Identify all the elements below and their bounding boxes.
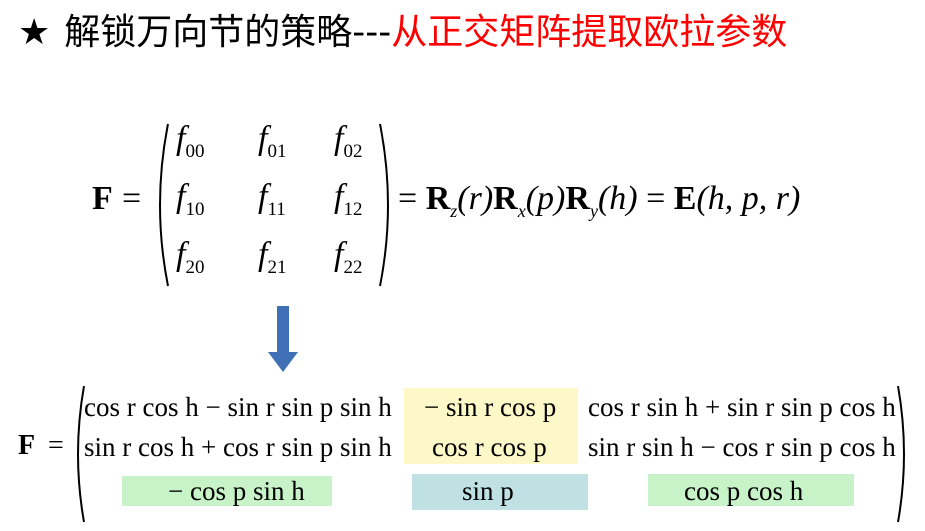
highlight-green-left: [122, 476, 332, 506]
matrix-entry-f20: f20: [176, 236, 205, 278]
cell-r1-c2: sin r sin h − cos r sin p cos h: [588, 432, 896, 462]
matrix-entry-f00: f00: [176, 120, 205, 162]
matrix-entry-f21: f21: [258, 236, 287, 278]
cell-r2-c2: cos p cos h: [684, 476, 804, 506]
matrix-entry-f02: f02: [334, 120, 363, 162]
matrix-entry-f12: f12: [334, 178, 363, 220]
cell-r2-c0: − cos p sin h: [168, 476, 305, 506]
cell-r1-c0: sin r cos h + cos r sin p sin h: [84, 432, 392, 462]
down-arrow-icon: [268, 306, 298, 372]
title-part-black: 解锁万向节的策略---: [64, 12, 392, 53]
highlight-green-right: [648, 474, 854, 506]
matrix-f-symbol: F: [92, 180, 113, 217]
matrix-entry-f11: f11: [258, 178, 286, 220]
left-paren-icon-2: [77, 385, 85, 523]
highlight-blue: [412, 474, 588, 510]
equation-top: F = f00 f01 f02 f10 f11 f12 f20 f21 f22 …: [0, 120, 925, 290]
matrix-entry-f10: f10: [176, 178, 205, 220]
equation-bottom: F = cos r cos h − sin r sin p sin h − si…: [0, 382, 925, 531]
left-paren-icon: [159, 123, 169, 287]
highlight-yellow: [404, 388, 578, 464]
cell-r0-c2: cos r sin h + sin r sin p cos h: [588, 392, 896, 422]
rotation-product: = Rz(r)Rx(p)Ry(h) = E(h, p, r): [398, 180, 801, 221]
title-part-red: 从正交矩阵提取欧拉参数: [391, 12, 788, 53]
star-icon: ★: [18, 12, 51, 53]
matrix-entry-f22: f22: [334, 236, 363, 278]
right-paren-icon-2: [897, 385, 905, 523]
matrix-entry-f01: f01: [258, 120, 287, 162]
right-paren-icon: [379, 123, 389, 287]
equals-sign-2: =: [48, 430, 64, 461]
cell-r2-c1: sin p: [462, 476, 514, 506]
cell-r0-c1: − sin r cos p: [424, 392, 557, 422]
matrix-f-symbol-2: F: [18, 430, 36, 461]
slide-title: ★ 解锁万向节的策略---从正交矩阵提取欧拉参数: [18, 6, 787, 60]
equals-sign: =: [122, 180, 142, 217]
cell-r1-c1: cos r cos p: [432, 432, 547, 462]
cell-r0-c0: cos r cos h − sin r sin p sin h: [84, 392, 392, 422]
